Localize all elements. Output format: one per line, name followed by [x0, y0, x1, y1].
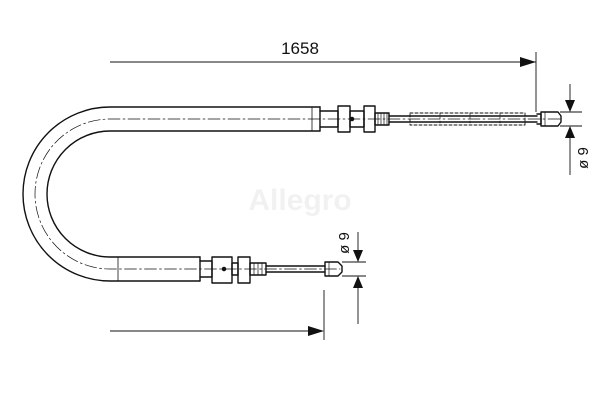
bottom-wire-nipple — [324, 261, 343, 277]
top-diameter-label: ø 9 — [575, 147, 592, 169]
length-dimension — [110, 52, 537, 112]
length-dimension-label: 1658 — [281, 39, 319, 58]
top-wire-nipple — [536, 111, 562, 127]
bottom-diameter-dimension — [342, 232, 366, 324]
top-diameter-dimension — [560, 84, 582, 175]
watermark: Allegro — [248, 184, 351, 217]
bottom-end-fitting — [199, 256, 267, 284]
bottom-length-dimension-line — [110, 290, 325, 340]
top-end-fitting — [319, 105, 390, 133]
top-inner-wire — [388, 112, 538, 126]
sheath-centreline — [34, 118, 561, 270]
bottom-inner-wire — [265, 265, 326, 273]
bottom-diameter-label: ø 9 — [336, 232, 353, 254]
